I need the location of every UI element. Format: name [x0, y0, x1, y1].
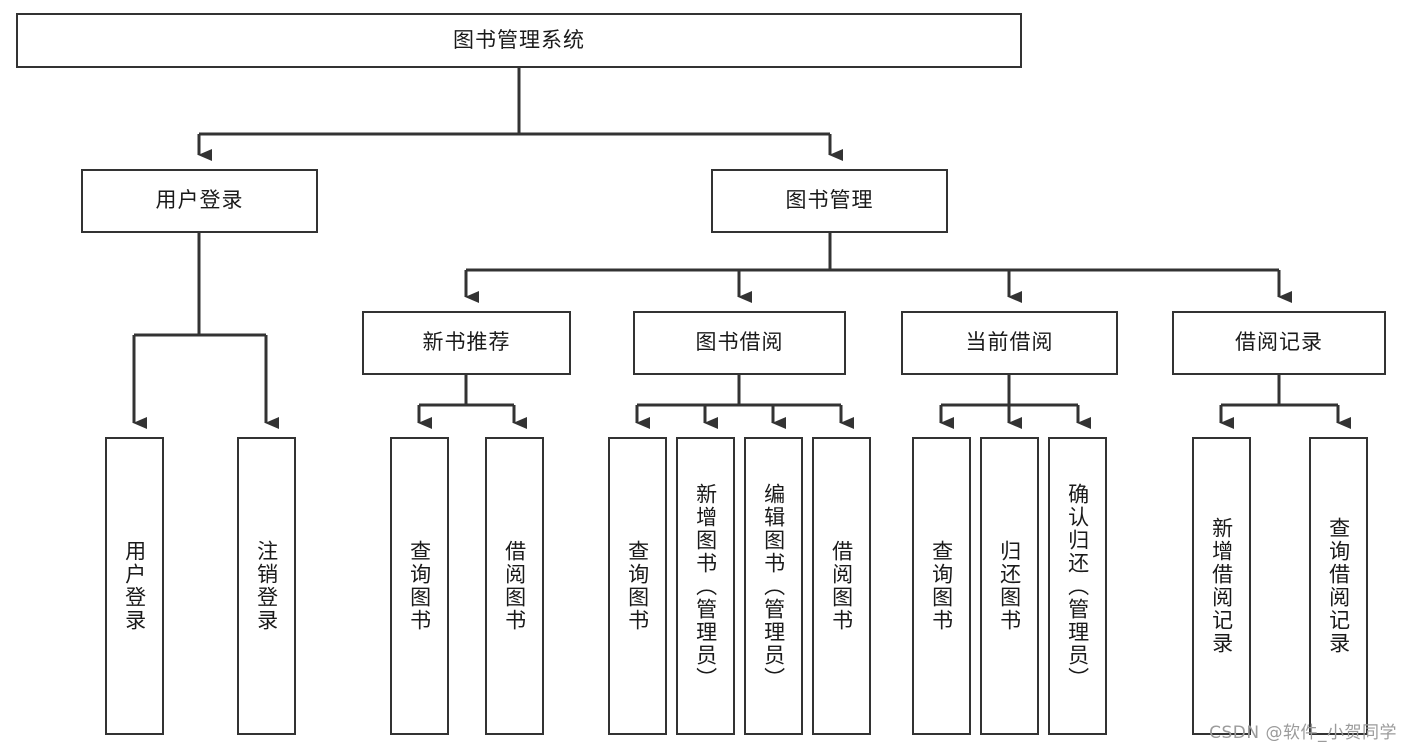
node-label: 查询图书	[407, 540, 432, 632]
node-label: 查询图书	[929, 540, 954, 632]
node-label: 借阅图书	[502, 540, 527, 632]
node-label: 归还图书	[997, 540, 1022, 632]
node-borrow-record[interactable]: 借阅记录	[1172, 311, 1386, 375]
node-label: 新增图书（管理员）	[693, 482, 718, 690]
leaf-confirm-return-admin[interactable]: 确认归还（管理员）	[1048, 437, 1107, 735]
node-label: 图书管理	[785, 188, 874, 213]
node-label: 注销登录	[254, 540, 279, 632]
node-book-borrow[interactable]: 图书借阅	[633, 311, 846, 375]
leaf-add-borrow-record[interactable]: 新增借阅记录	[1192, 437, 1251, 735]
leaf-query-book-current[interactable]: 查询图书	[912, 437, 971, 735]
leaf-query-borrow-record[interactable]: 查询借阅记录	[1309, 437, 1368, 735]
node-book-manage[interactable]: 图书管理	[711, 169, 948, 233]
node-label: 借阅图书	[829, 540, 854, 632]
node-current-borrow[interactable]: 当前借阅	[901, 311, 1118, 375]
node-label: 用户登录	[155, 188, 244, 213]
node-label: 确认归还（管理员）	[1065, 482, 1090, 690]
node-label: 借阅记录	[1235, 330, 1323, 355]
node-label: 当前借阅	[965, 330, 1054, 355]
csdn-watermark: CSDN @软件_小贺同学	[1209, 723, 1397, 743]
node-root-book-management-system[interactable]: 图书管理系统	[16, 13, 1022, 68]
leaf-user-login[interactable]: 用户登录	[105, 437, 164, 735]
node-label: 查询借阅记录	[1326, 517, 1351, 655]
leaf-borrow-book-borrow[interactable]: 借阅图书	[812, 437, 871, 735]
node-label: 编辑图书（管理员）	[761, 482, 786, 690]
leaf-add-book-admin[interactable]: 新增图书（管理员）	[676, 437, 735, 735]
node-label: 新书推荐	[422, 330, 511, 355]
leaf-return-book[interactable]: 归还图书	[980, 437, 1039, 735]
node-user-login[interactable]: 用户登录	[81, 169, 318, 233]
leaf-borrow-book-recommend[interactable]: 借阅图书	[485, 437, 544, 735]
node-label: 查询图书	[625, 540, 650, 632]
node-label: 图书借阅	[695, 330, 784, 355]
leaf-logout-login[interactable]: 注销登录	[237, 437, 296, 735]
leaf-edit-book-admin[interactable]: 编辑图书（管理员）	[744, 437, 803, 735]
leaf-query-book-recommend[interactable]: 查询图书	[390, 437, 449, 735]
node-label: 新增借阅记录	[1209, 517, 1234, 655]
node-label: 用户登录	[122, 540, 147, 632]
node-new-book-recommend[interactable]: 新书推荐	[362, 311, 571, 375]
node-label: 图书管理系统	[453, 27, 585, 52]
leaf-query-book-borrow[interactable]: 查询图书	[608, 437, 667, 735]
